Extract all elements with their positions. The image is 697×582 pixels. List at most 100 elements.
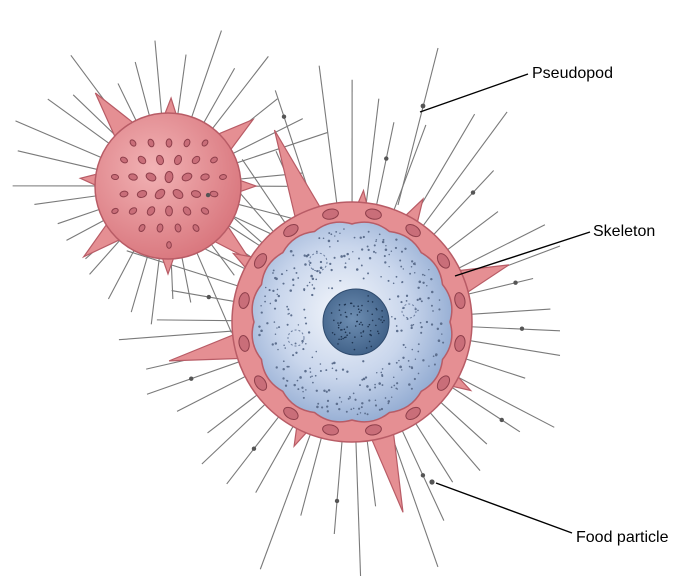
pseudopod-line [456,338,560,355]
granule [281,273,283,275]
granule [320,261,322,263]
granule [286,306,288,308]
granule [411,266,413,268]
granule [302,391,303,392]
granule [316,406,319,409]
granule [363,236,365,238]
granule [370,346,372,348]
granule [326,391,328,393]
granule [396,276,398,278]
granule [339,233,340,234]
food-particle [520,326,524,330]
granule [312,284,314,286]
granule [383,320,385,322]
granule [377,331,379,333]
granule [393,283,395,285]
granule [422,359,424,361]
granule [312,382,314,384]
granule [354,237,356,239]
granule [414,378,416,380]
granule [348,258,350,260]
pore [166,139,172,147]
granule [344,266,346,268]
granule [375,399,377,401]
granule [346,316,348,318]
granule [337,343,339,345]
granule [362,360,364,362]
granule [417,310,419,312]
granule [437,328,439,330]
granule [313,287,315,289]
granule [318,237,320,239]
granule [367,310,369,312]
granule [320,370,322,372]
granule [350,408,352,410]
granule [378,382,381,385]
granule [385,248,388,251]
granule [276,327,277,328]
granule [261,311,263,313]
granule [438,339,441,342]
label-pseudopod: Pseudopod [532,66,613,82]
granule [364,413,366,415]
granule [359,323,361,325]
granule [367,295,369,297]
granule [384,255,386,257]
granule [338,408,340,410]
granule [442,342,444,344]
granule [297,388,299,390]
granule [310,275,313,278]
granule [290,314,292,316]
granule [282,368,284,370]
granule [433,355,435,357]
granule [346,411,348,413]
granule [353,305,355,307]
granule [358,408,360,410]
granule [292,284,294,286]
granule [316,251,318,253]
granule [369,334,371,336]
granule [375,404,377,406]
granule [292,254,294,256]
granule [389,298,391,300]
granule [353,408,355,410]
granule [283,345,285,347]
granule [361,406,363,408]
granule [371,313,373,315]
granule [368,231,370,233]
granule [388,280,390,282]
pseudopod-line [260,420,315,569]
leader-line-pseudopod [420,74,528,112]
granule [282,377,284,379]
granule [266,322,268,324]
granule [342,338,344,340]
granule [341,401,342,402]
granule [311,376,313,378]
granule [367,300,369,302]
granule [439,299,441,301]
granule [381,374,383,376]
granule [402,357,404,359]
granule [315,375,317,377]
granule [382,368,384,370]
pseudopod-line [131,248,150,312]
granule [388,400,391,403]
granule [372,301,374,303]
granule [328,287,329,288]
granule [275,342,277,344]
granule [380,276,382,278]
granule [282,283,284,285]
granule [391,386,393,388]
granule [382,384,384,386]
granule [334,235,335,236]
granule [369,341,371,343]
granule [269,289,271,291]
granule [401,251,403,253]
granule [273,269,275,271]
granule [287,324,289,326]
food-particle [282,115,286,119]
food-particle [206,193,210,197]
granule [428,365,429,366]
granule [367,326,369,328]
granule [277,289,279,291]
